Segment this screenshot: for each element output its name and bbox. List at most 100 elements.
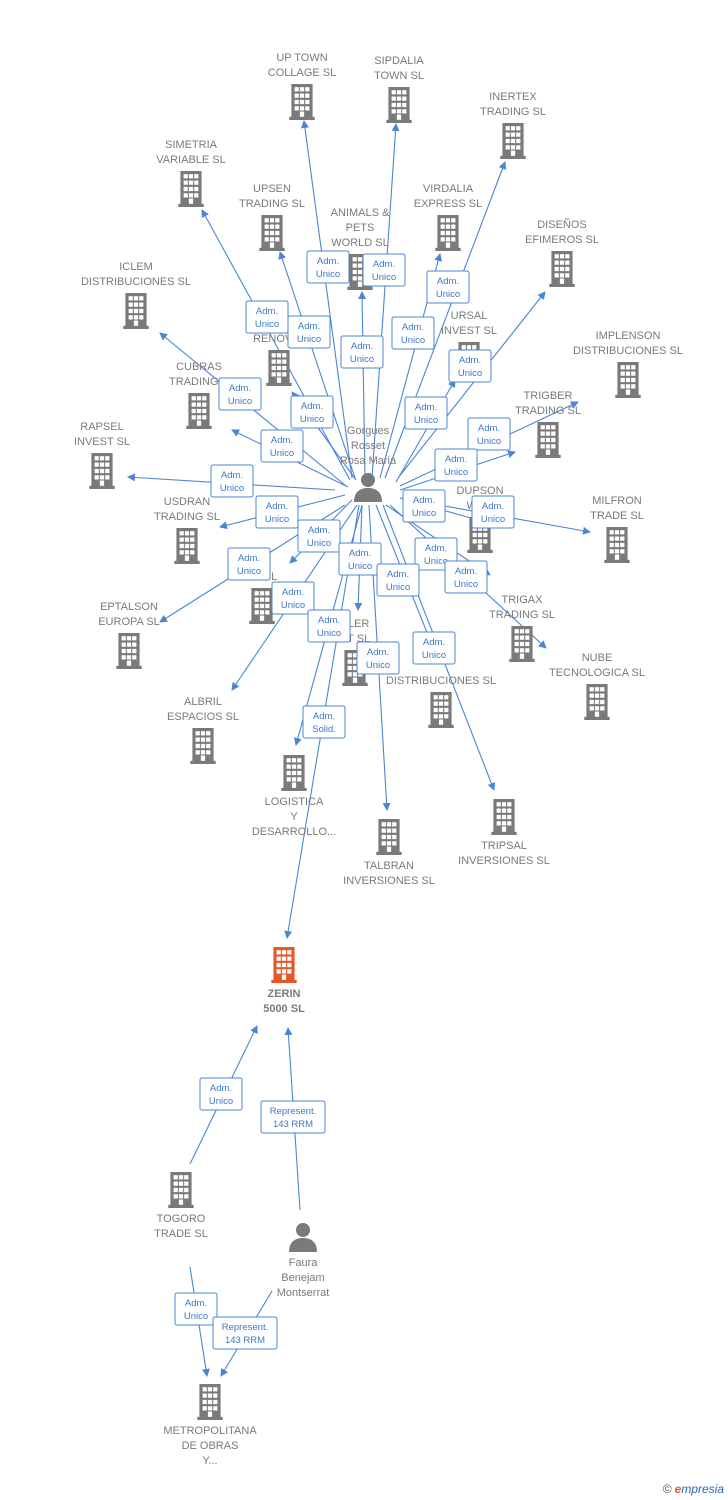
edge-label-line: Unico	[481, 514, 505, 525]
edge-label-gorgues-upsen[interactable]: Adm.Unico	[287, 315, 331, 349]
edge-label-line: Adm.	[256, 306, 278, 317]
edge-label-gorgues-albril[interactable]: Adm.Unico	[271, 581, 315, 615]
edge-label-line: Adm.	[367, 647, 389, 658]
edge-label-gorgues-usdran[interactable]: Adm.Unico	[255, 495, 299, 529]
edge-label-gorgues-trigber[interactable]: Adm.Unico	[434, 448, 478, 482]
edge-label-gorgues-milfron[interactable]: Adm.Unico	[471, 495, 515, 529]
edge-label-gorgues-erdist[interactable]: Adm.Unico	[376, 563, 420, 597]
edge-label-line: Unico	[270, 448, 294, 459]
edge-label-gorgues-ursal[interactable]: Adm.Unico	[404, 396, 448, 430]
edge-label-line: Unico	[255, 319, 279, 330]
edge-label-gorgues-simetria[interactable]: Adm. Unico	[245, 300, 289, 334]
edge-label-line: Unico	[436, 289, 460, 300]
edge-label-gorgues-uptown[interactable]: Adm.Unico	[306, 250, 350, 284]
node-label: INVERSIONES SL	[343, 875, 435, 887]
node-label: 5000 SL	[263, 1003, 305, 1015]
edge-label-gorgues-animals[interactable]: Adm.Unico	[340, 335, 384, 369]
edge-label-line: Adm.	[282, 587, 304, 598]
edge-label-line: Adm.	[185, 1298, 207, 1309]
node-logistica[interactable]: LOGISTICAYDESARROLLO...	[252, 755, 336, 838]
edge-label-togoro-zerin[interactable]: Adm.Unico	[199, 1077, 243, 1111]
edge-label-gorgues-talbran[interactable]: Adm.Unico	[356, 641, 400, 675]
edge-label-gorgues-cubras[interactable]: Adm.Unico	[260, 429, 304, 463]
edge-label-gorgues-dupson[interactable]: Adm.Unico	[402, 489, 446, 523]
edge-label-line: Adm.	[318, 615, 340, 626]
edge-gorgues-uptown	[300, 120, 353, 479]
edge-label-line: Adm.	[437, 276, 459, 287]
edge-label-line: Unico	[265, 514, 289, 525]
edge-label-gorgues-inertex[interactable]: Adm. Unico	[426, 270, 470, 304]
node-label: DUPSON	[456, 485, 503, 497]
edge-label-gorgues-sipdalia[interactable]: Adm.Unico	[362, 253, 406, 287]
copyright-icon: ©	[662, 1482, 672, 1496]
edge-label-line: Unico	[348, 561, 372, 572]
edge-label-gorgues-logistica[interactable]: Adm.Unico	[307, 609, 351, 643]
edge-label-gorgues-iclem[interactable]: Adm.Unico	[218, 377, 262, 411]
edge-label-gorgues-tripsal[interactable]: Adm.Unico	[412, 631, 456, 665]
edge-label-faura-zerin[interactable]: Represent.143 RRM	[260, 1100, 326, 1134]
edge-label-gorgues-disenos[interactable]: Adm.Unico	[448, 349, 492, 383]
node-label: VIRDALIA	[423, 183, 474, 195]
node-label: EFIMEROS SL	[525, 234, 599, 246]
edge-label-gorgues-bler[interactable]: Adm. Unico	[338, 542, 382, 576]
building-icon	[174, 528, 200, 564]
edge-label-line: 143 RRM	[225, 1335, 265, 1346]
edge-label-gorgues-xsl[interactable]: Adm.Unico	[297, 519, 341, 553]
building-icon	[249, 588, 275, 624]
building-icon	[386, 87, 412, 123]
node-label: MILFRON	[592, 495, 642, 507]
edge-label-line: Adm.	[349, 548, 371, 559]
edge-gorgues-animals	[358, 291, 367, 479]
edge-label-faura-metropolitana[interactable]: Represent.143 RRM	[212, 1316, 278, 1350]
edge-label-gorgues-rapsel[interactable]: Adm.Unico	[210, 464, 254, 498]
edge-label-line: Adm.	[455, 566, 477, 577]
edge-label-line: Adm.	[313, 711, 335, 722]
edge-label-togoro-metropolitana[interactable]: Adm. Unico	[174, 1292, 218, 1326]
node-label: Faura	[289, 1257, 319, 1269]
edge-label-gorgues-virdalia[interactable]: Adm.Unico	[391, 316, 435, 350]
building-icon	[584, 684, 610, 720]
edge-label-gorgues-implenson[interactable]: Adm.Unico	[467, 417, 511, 451]
node-label: UPSEN	[253, 183, 291, 195]
building-icon	[178, 171, 204, 207]
edge-label-gorgues-zerin[interactable]: Adm.Solid.	[302, 705, 346, 739]
empresia-footer[interactable]: ©empresia	[663, 1482, 724, 1496]
node-label: Y	[290, 811, 298, 823]
edge-gorgues-sipdalia	[371, 123, 400, 479]
node-label: Rosset	[351, 440, 385, 452]
edge-label-line: Unico	[184, 1311, 208, 1322]
edge-label-gorgues-eptalson[interactable]: Adm.Unico	[227, 547, 271, 581]
edge-label-gorgues-nube[interactable]: Adm. Unico	[444, 560, 488, 594]
edge-label-line: Unico	[454, 579, 478, 590]
node-erdist[interactable]: DISTRIBUCIONES SL	[386, 675, 496, 728]
edge-label-gorgues-renoval[interactable]: Adm.Unico	[290, 395, 334, 429]
node-label: DISTRIBUCIONES SL	[81, 276, 191, 288]
